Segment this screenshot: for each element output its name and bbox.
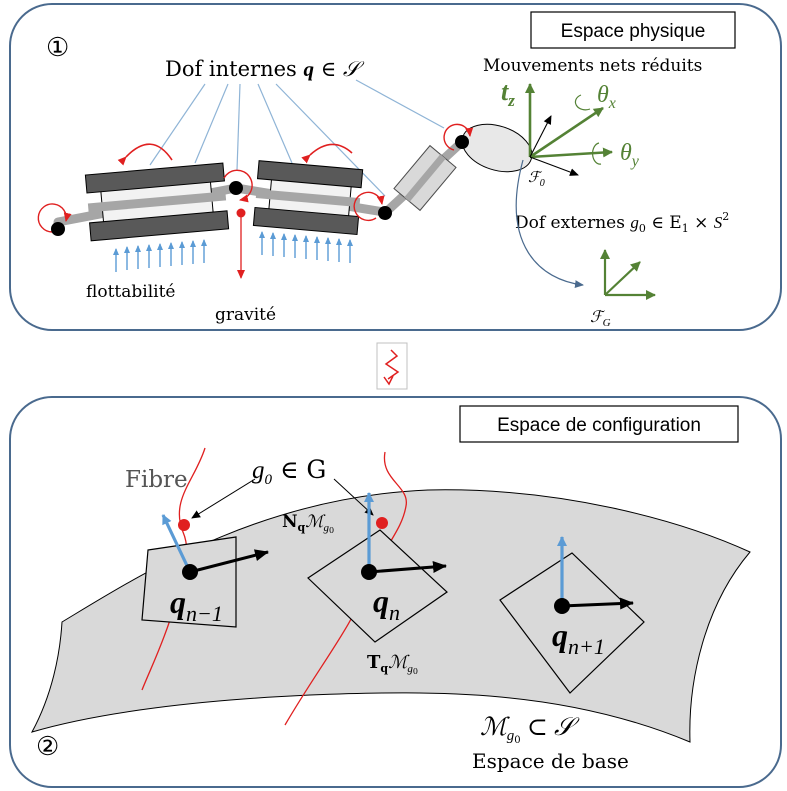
frame-FG-label: ℱG [590,309,611,329]
normal-space-label: Nqℳg0 [282,512,334,535]
q-n-label: qn [373,583,400,625]
physical-space-title: Espace physique [561,21,706,42]
q-n-plus-1-label: qn+1 [552,617,605,659]
buoyancy-arrows-module-2 [259,231,353,263]
frame-F0-label: ℱ0 [528,170,545,189]
config-point-q-n-plus-1 [554,598,570,614]
external-dof-label: Dof externes g0 ∈ E1 × S2 [515,210,729,235]
gravity-arrow [236,208,246,279]
joint-2 [223,169,253,203]
buoyancy-label: flottabilité [86,282,175,302]
fibre-2-point [376,517,388,529]
fibre-1-point [178,519,190,531]
physical-space-title-box [530,11,736,49]
g0-in-G-label: g0 ∈ G [252,455,326,488]
internal-dof-leader-lines [149,79,445,197]
gravity-label: gravité [215,305,276,325]
q-n-minus-1-label: qn−1 [170,584,223,626]
tangent-space-label: Tqℳg0 [367,652,418,676]
base-space-label: Espace de base [472,749,629,773]
buoyancy-arrows-module-1 [113,239,207,272]
physical-space-border [9,3,782,331]
tangent-plane-3 [499,552,645,694]
tangent-plane-1 [141,536,237,628]
g0-pointer-1 [191,478,256,519]
frame-F0 [525,83,613,176]
module-2-rotation-arrow [301,143,353,164]
physical-space-panel: ① Espace physique Dof internes q ∈ 𝒮 [9,3,782,331]
joint-4 [443,123,474,151]
axis-thetay-label: θy [620,140,640,170]
float-module-1 [84,162,230,242]
configuration-space-title: Espace de configuration [497,415,701,436]
theta-x-rotation-icon [574,94,591,111]
panel-badge-two: ② [36,732,59,762]
normal-vector-1 [161,514,192,573]
frame-FG [600,249,656,300]
base-manifold-label: ℳg0 ⊂ 𝒮 [480,714,580,746]
panel-badge-one: ① [46,33,69,63]
joint-3 [353,191,392,222]
config-point-q-n-minus-1 [182,564,198,580]
float-module-3 [393,144,457,212]
internal-dof-label: Dof internes q ∈ 𝒮 [165,57,365,81]
axis-thetax-label: θx [597,82,616,112]
g0-pointer-2 [333,478,374,516]
net-motions-label: Mouvements nets réduits [483,56,702,76]
tangent-vector-3 [561,597,634,610]
module-1-rotation-arrow [117,143,173,166]
theta-y-rotation-icon [591,142,602,165]
axis-tz-label: tz [501,77,515,110]
joint-1 [37,203,72,236]
configuration-space-title-box [459,405,739,443]
fibre-label: Fibre [125,467,188,493]
configuration-space-panel: Espace de configuration Fibre g0 ∈ G qn−… [9,396,782,788]
config-point-q-n [361,564,377,580]
tangent-vector-2 [368,561,447,574]
float-module-2 [252,160,364,236]
tangent-vector-1 [189,549,269,574]
external-dof-link-arrow [515,159,584,289]
tangent-plane-2 [307,529,448,643]
squiggle-arrow-icon [376,342,408,390]
